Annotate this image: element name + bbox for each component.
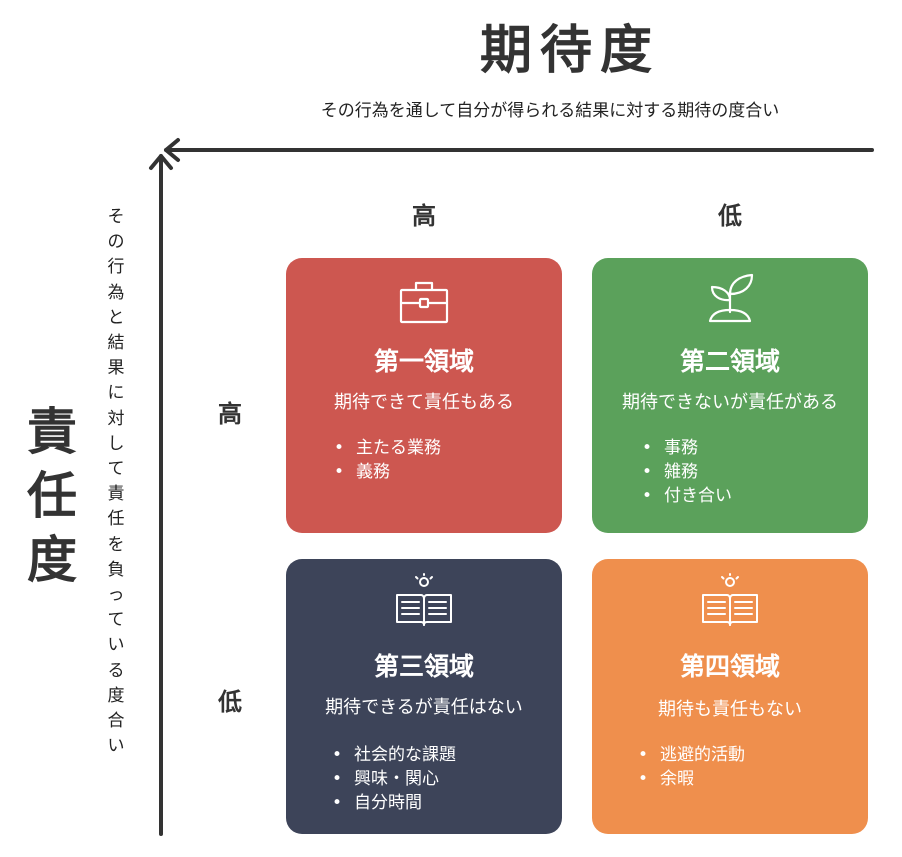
x-axis-arrow [164,138,874,162]
y-axis-subtitle-char: 責 [107,484,125,505]
list-item: 義務 [332,460,441,484]
y-axis-title: 責 任 度 [22,400,82,592]
y-axis-subtitle-char: 合 [107,711,125,732]
y-axis-subtitle-char: い [107,635,125,656]
quadrant-4-title: 第四領域 [679,652,780,681]
y-axis-arrow [149,154,173,836]
quadrant-2-description: 期待できないが責任がある [622,392,838,413]
y-axis-subtitle-char: と [107,307,125,328]
y-axis-subtitle-char: の [107,232,125,253]
quadrant-3-description: 期待できるが責任はない [325,697,523,718]
list-item: 社会的な課題 [330,743,456,767]
x-axis-subtitle: その行為を通して自分が得られる結果に対する期待の度合い [320,101,780,121]
book-idea-icon [702,573,758,626]
column-label-high: 高 [412,202,436,230]
quadrant-1-description: 期待できて責任もある [334,392,514,413]
y-axis-subtitle-char: 任 [107,509,125,530]
y-axis-title-char: 度 [27,531,77,589]
column-label-low: 低 [718,202,742,230]
book-idea-icon [396,573,452,626]
list-item: 興味・関心 [330,767,456,791]
quadrant-4-card: 第四領域 期待も責任もない 逃避的活動 余暇 [592,559,868,834]
y-axis-subtitle-char: 対 [107,408,125,429]
quadrant-3-card: 第三領域 期待できるが責任はない 社会的な課題 興味・関心 自分時間 [286,559,562,834]
y-axis-subtitle-char: を [107,534,125,555]
y-axis-subtitle-char: て [107,459,125,480]
list-item: 雑務 [640,460,732,484]
sprout-icon [708,273,754,323]
y-axis-subtitle-char: い [107,736,125,757]
x-axis-title: 期待度 [479,21,660,81]
quadrant-1-card: 第一領域 期待できて責任もある 主たる業務 義務 [286,258,562,533]
y-axis-subtitle-char: 為 [107,282,125,303]
y-axis-subtitle-char: 結 [107,333,125,354]
y-axis-subtitle-char: 負 [107,559,125,580]
quadrant-2-title: 第二領域 [679,347,780,376]
y-axis-subtitle-char: そ [107,207,125,227]
list-item: 余暇 [636,767,745,791]
list-item: 自分時間 [330,791,456,815]
y-axis-title-char: 責 [27,403,77,461]
y-axis-title-char: 任 [27,467,77,525]
y-axis-subtitle-char: し [107,433,125,454]
y-axis-subtitle-char: て [107,610,125,631]
y-axis-subtitle-char: っ [107,585,125,606]
quadrant-4-description: 期待も責任もない [658,699,802,720]
quadrant-2-card: 第二領域 期待できないが責任がある 事務 雑務 付き合い [592,258,868,533]
quadrant-3-list: 社会的な課題 興味・関心 自分時間 [330,743,456,815]
y-axis-subtitle-char: に [107,383,125,404]
y-axis-subtitle-char: る [107,660,125,681]
y-axis-subtitle: そ の 行 為 と 結 果 に 対 し て 責 任 を 負 っ て い る 度 … [104,205,128,759]
row-label-high: 高 [218,400,242,428]
y-axis-subtitle-char: 果 [107,358,125,379]
quadrant-1-title: 第一領域 [373,347,474,376]
list-item: 主たる業務 [332,436,441,460]
y-axis-subtitle-char: 行 [107,257,125,278]
row-label-low: 低 [218,688,242,716]
briefcase-icon [399,281,449,324]
list-item: 事務 [640,436,732,460]
y-axis-subtitle-char: 度 [107,685,125,706]
quadrant-4-list: 逃避的活動 余暇 [636,743,745,791]
quadrant-2-list: 事務 雑務 付き合い [640,436,732,508]
quadrant-3-title: 第三領域 [373,652,474,681]
quadrant-1-list: 主たる業務 義務 [332,436,441,484]
list-item: 逃避的活動 [636,743,745,767]
list-item: 付き合い [640,484,732,508]
